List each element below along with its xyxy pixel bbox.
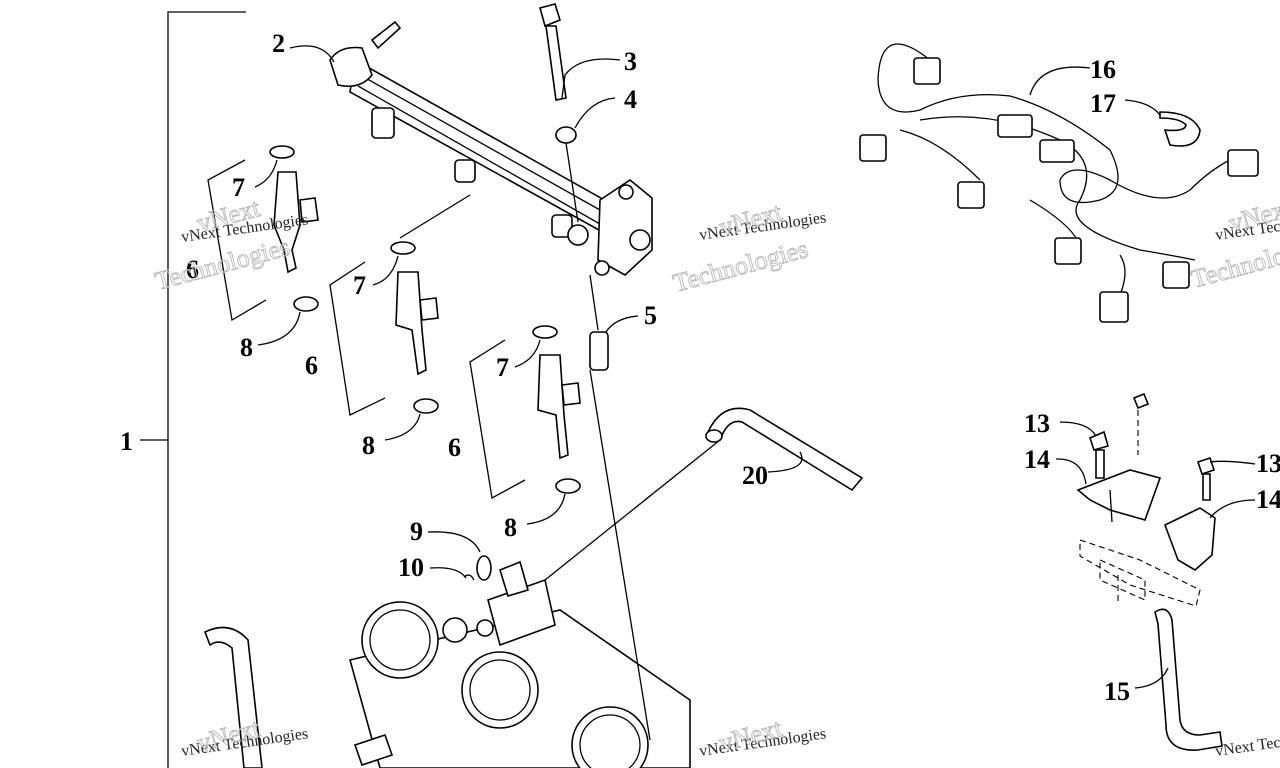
- callout-16: 16: [1090, 55, 1116, 84]
- watermark-center: vNext Technologies vNext Technologies: [670, 197, 828, 299]
- watermark-bottom-center: vNext Technologies vNext: [698, 713, 827, 760]
- injector-3: [532, 325, 581, 494]
- callout-10: 10: [398, 553, 424, 582]
- callout-13b: 13: [1256, 449, 1280, 478]
- callout-9: 9: [410, 517, 423, 546]
- callout-8a: 8: [240, 333, 253, 362]
- fuel-rail: [329, 20, 653, 276]
- callout-3: 3: [624, 47, 637, 76]
- rail-bolt: [539, 3, 567, 101]
- watermark-small-text: vNext Technologies: [1214, 725, 1280, 760]
- throttle-body: [349, 560, 691, 768]
- sensor-bracket-group: [1076, 392, 1223, 751]
- callout-17: 17: [1090, 89, 1116, 118]
- leader-lines: [254, 45, 1256, 689]
- callout-8c: 8: [504, 513, 517, 542]
- callout-7c: 7: [496, 353, 509, 382]
- callout-7b: 7: [353, 271, 366, 300]
- callout-13a: 13: [1024, 409, 1050, 438]
- callout-2: 2: [272, 29, 285, 58]
- watermark-bottom-right: vNext Technologies: [1214, 725, 1280, 760]
- callout-6c: 6: [448, 433, 461, 462]
- callout-14a: 14: [1024, 445, 1050, 474]
- lower-hose: [203, 626, 263, 768]
- callout-7a: 7: [232, 173, 245, 202]
- callout-15: 15: [1104, 677, 1130, 706]
- wiring-harness: [859, 43, 1259, 323]
- rail-washer: [555, 126, 577, 144]
- watermark-word2: Technologies: [670, 234, 811, 298]
- assembly-bracket: [140, 11, 246, 768]
- harness-clip: [1159, 111, 1201, 147]
- callout-1: 1: [120, 427, 133, 456]
- watermark-word2: Technologies: [152, 232, 293, 296]
- injector-guide-lines: [207, 159, 526, 500]
- callout-14b: 14: [1256, 485, 1280, 514]
- rail-spacer: [589, 331, 609, 371]
- vacuum-cap: [476, 555, 492, 581]
- callout-8b: 8: [362, 431, 375, 460]
- callout-5: 5: [644, 301, 657, 330]
- injector-2: [390, 241, 439, 414]
- callout-4: 4: [624, 85, 637, 114]
- callout-6a: 6: [186, 255, 199, 284]
- watermark-right: vNext Technologies vNext Technologies: [1188, 193, 1280, 295]
- callout-labels: 1 2 3 4 5 6 6 6 7 7 7 8 8 8 9 10 13 13 1…: [120, 29, 1280, 706]
- callout-6b: 6: [305, 351, 318, 380]
- callout-20: 20: [742, 461, 768, 490]
- vent-hose: [705, 407, 864, 492]
- injector-1: [269, 145, 319, 312]
